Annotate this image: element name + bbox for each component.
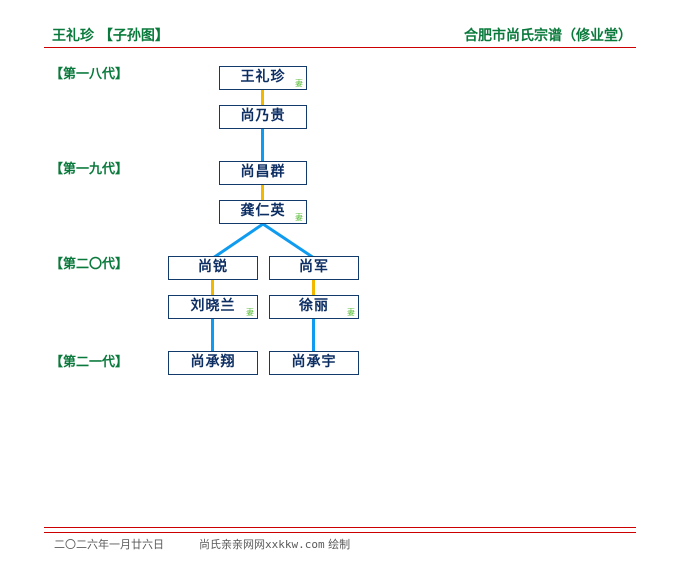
- footer-divider-bottom: [44, 532, 636, 533]
- chart-title-right: 合肥市尚氏宗谱（修业堂）: [464, 28, 632, 44]
- child-connector-p7-p9: [211, 319, 214, 351]
- spouse-marker: 妻: [295, 79, 303, 88]
- person-box-shang-changqun[interactable]: 尚昌群: [219, 161, 307, 185]
- spouse-marker: 妻: [246, 308, 254, 317]
- child-connector-p8-p10: [312, 319, 315, 351]
- person-box-shang-naigui[interactable]: 尚乃贵: [219, 105, 307, 129]
- person-box-wang-lizhen[interactable]: 王礼珍 妻: [219, 66, 307, 90]
- spouse-connector-p3-p4: [261, 185, 264, 200]
- generation-label-21: 【第二一代】: [50, 355, 129, 370]
- footer-credit-suffix: 绘制: [324, 538, 351, 551]
- generation-label-20: 【第二〇代】: [50, 257, 129, 272]
- person-name: 尚军: [299, 259, 329, 275]
- footer-credit: 尚氏亲亲网网xxkkw.com 绘制: [199, 537, 350, 552]
- spouse-connector-p1-p2: [261, 90, 264, 105]
- person-name: 尚乃贵: [240, 108, 286, 124]
- person-name: 尚承翔: [190, 354, 236, 370]
- person-box-xu-li[interactable]: 徐丽 妻: [269, 295, 359, 319]
- child-connector-p2-p3: [261, 129, 264, 161]
- person-name: 尚承宇: [291, 354, 337, 370]
- person-box-shang-chengyu[interactable]: 尚承宇: [269, 351, 359, 375]
- person-name: 徐丽: [299, 298, 329, 314]
- person-name: 刘晓兰: [190, 298, 236, 314]
- spouse-connector-p5-p7: [211, 280, 214, 295]
- spouse-marker: 妻: [347, 308, 355, 317]
- person-box-gong-renying[interactable]: 龚仁英 妻: [219, 200, 307, 224]
- page-header: 王礼珍 【子孙图】 合肥市尚氏宗谱（修业堂）: [44, 26, 636, 50]
- person-name: 尚锐: [198, 259, 228, 275]
- person-box-shang-rui[interactable]: 尚锐: [168, 256, 258, 280]
- generation-label-18: 【第一八代】: [50, 67, 129, 82]
- person-box-shang-chengxiang[interactable]: 尚承翔: [168, 351, 258, 375]
- footer-credit-prefix: 尚氏亲亲网网: [199, 538, 265, 551]
- header-divider: [44, 47, 636, 48]
- chart-title-left: 王礼珍 【子孙图】: [52, 28, 169, 44]
- generation-label-19: 【第一九代】: [50, 162, 129, 177]
- spouse-connector-p6-p8: [312, 280, 315, 295]
- footer-date: 二〇二六年一月廿六日: [54, 538, 164, 551]
- person-name: 龚仁英: [240, 203, 286, 219]
- person-box-shang-jun[interactable]: 尚军: [269, 256, 359, 280]
- page-footer: 二〇二六年一月廿六日 尚氏亲亲网网xxkkw.com 绘制: [44, 527, 636, 557]
- person-box-liu-xiaolan[interactable]: 刘晓兰 妻: [168, 295, 258, 319]
- footer-divider-top: [44, 527, 636, 528]
- footer-credit-url[interactable]: xxkkw.com: [265, 538, 325, 551]
- person-name: 尚昌群: [240, 164, 286, 180]
- spouse-marker: 妻: [295, 213, 303, 222]
- person-name: 王礼珍: [240, 69, 286, 85]
